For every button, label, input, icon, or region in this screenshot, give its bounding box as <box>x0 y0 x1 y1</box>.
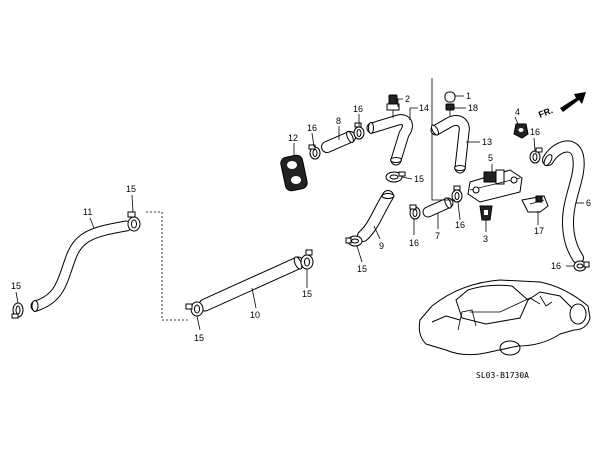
callout-15: 15 <box>302 289 312 299</box>
leader-lines <box>15 95 584 331</box>
clamp-16-c <box>409 204 421 220</box>
callout-6: 6 <box>586 198 591 208</box>
callout-1: 1 <box>466 91 471 101</box>
clamp-15-c <box>185 301 204 317</box>
fitting-2 <box>386 94 400 118</box>
callout-labels: 11 15 15 15 10 15 12 16 8 16 2 14 15 9 1… <box>11 91 591 343</box>
callout-11: 11 <box>83 207 92 217</box>
callout-5: 5 <box>488 153 493 163</box>
callout-12: 12 <box>288 133 298 143</box>
callout-16: 16 <box>455 220 465 230</box>
callout-3: 3 <box>483 234 488 244</box>
clamp-16-a <box>308 144 321 160</box>
callout-16: 16 <box>409 238 419 248</box>
clamp-15-a <box>11 302 24 319</box>
hose-9 <box>357 190 395 242</box>
callout-16: 16 <box>353 104 363 114</box>
callout-8: 8 <box>336 116 341 126</box>
hose-7 <box>422 197 454 218</box>
clip-4 <box>513 123 529 139</box>
pipe-14 <box>366 114 413 166</box>
valve-5 <box>467 169 523 203</box>
callout-14: 14 <box>419 103 429 113</box>
callout-15: 15 <box>126 184 136 194</box>
callout-9: 9 <box>379 241 384 251</box>
hose-10 <box>198 256 305 312</box>
callout-2: 2 <box>405 94 410 104</box>
clip-3 <box>479 205 493 221</box>
cap-1 <box>444 91 456 103</box>
bracket-17 <box>521 195 549 213</box>
callout-15: 15 <box>357 264 367 274</box>
hose-6 <box>542 140 585 264</box>
callout-7: 7 <box>435 231 440 241</box>
callout-15: 15 <box>11 281 21 291</box>
callout-16: 16 <box>307 123 317 133</box>
front-arrow-icon <box>560 92 586 112</box>
clip-18 <box>445 103 455 116</box>
vehicle-outline <box>418 279 591 356</box>
clamp-15-f <box>345 235 363 247</box>
clamp-15-b <box>127 211 141 232</box>
callout-17: 17 <box>534 226 544 236</box>
clamp-16-f <box>573 260 590 272</box>
callout-15: 15 <box>194 333 204 343</box>
grommet-12 <box>280 154 308 192</box>
clamp-16-e <box>529 147 543 164</box>
clamp-16-d <box>451 185 463 203</box>
callout-10: 10 <box>250 310 260 320</box>
hose-8 <box>321 130 356 153</box>
clamp-15-e <box>385 171 406 183</box>
callout-15: 15 <box>414 174 424 184</box>
hose-11 <box>30 220 132 312</box>
callout-4: 4 <box>515 107 520 117</box>
hose-13 <box>430 115 470 174</box>
callout-16: 16 <box>530 127 540 137</box>
callout-18: 18 <box>468 103 478 113</box>
front-marker-label: FR. <box>537 105 554 120</box>
reference-code: SL03-B1730A <box>476 371 529 380</box>
callout-16: 16 <box>551 261 561 271</box>
clamp-15-d <box>300 249 314 270</box>
callout-13: 13 <box>482 137 492 147</box>
